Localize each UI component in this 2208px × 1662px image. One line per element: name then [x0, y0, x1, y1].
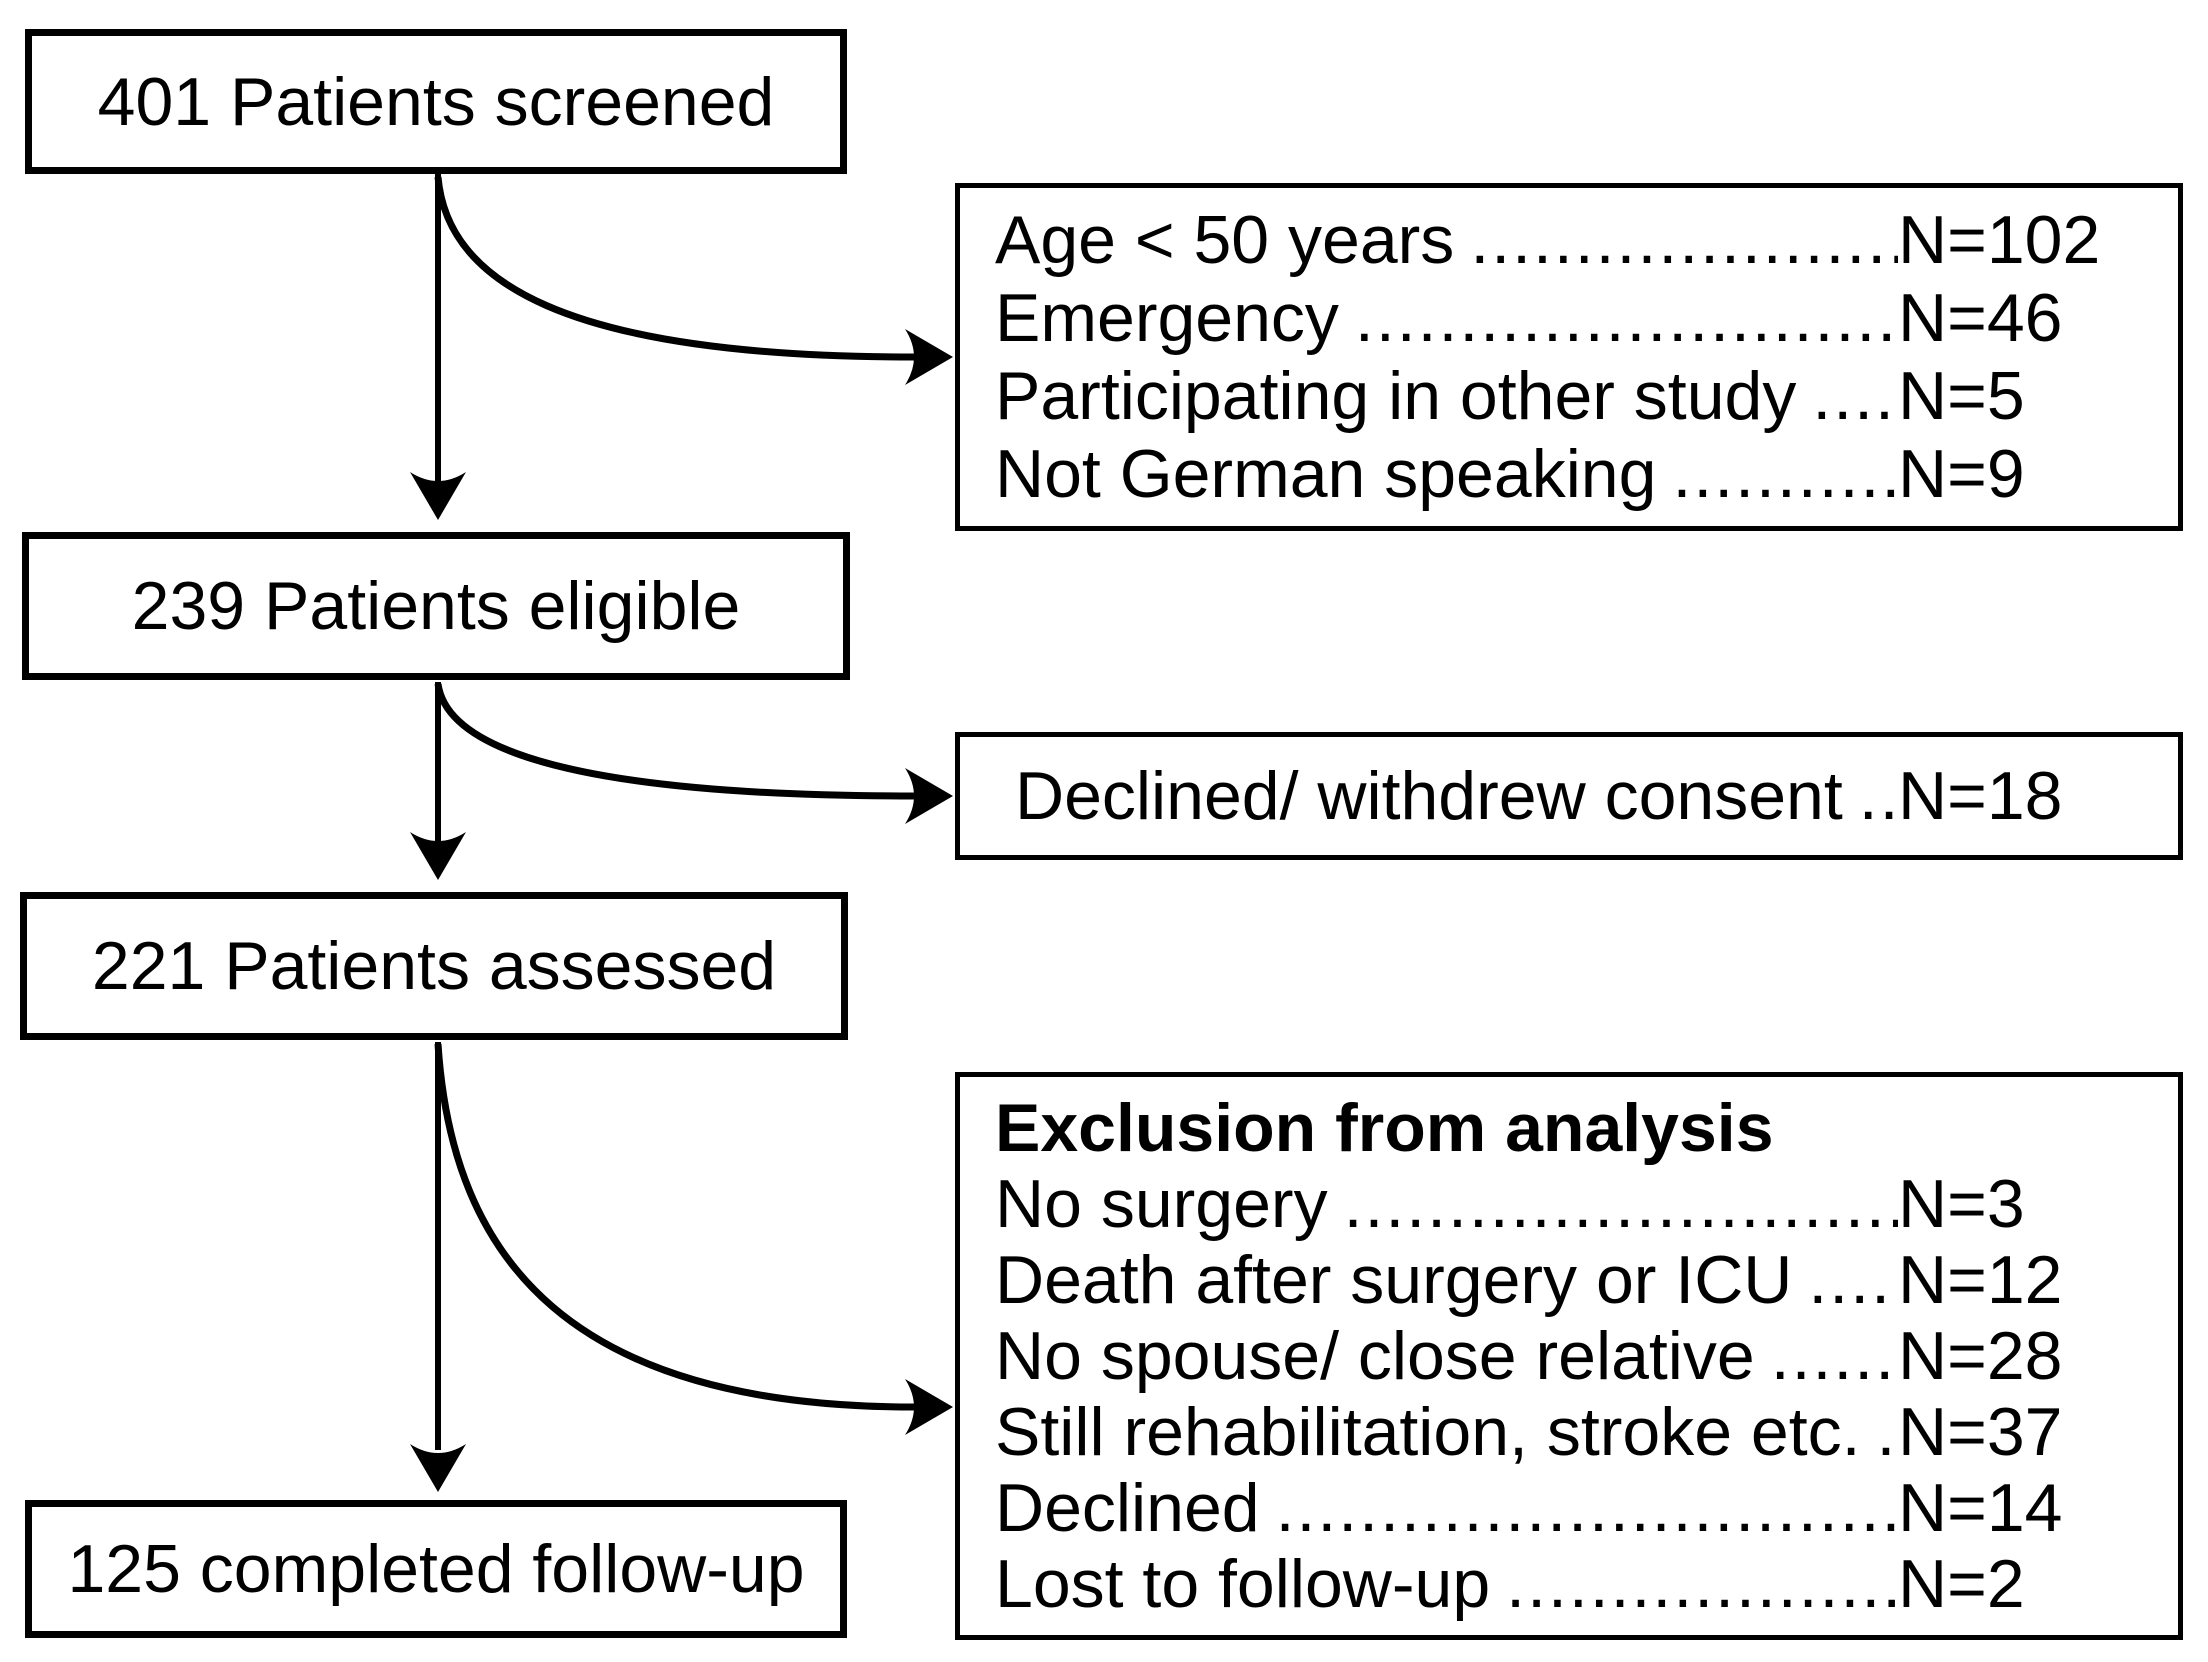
- exclusion-label: Age < 50 years: [995, 202, 1455, 278]
- exclusion-label: No surgery: [995, 1166, 1328, 1242]
- exclusion-label: Declined: [995, 1470, 1260, 1546]
- leader-dots: ........................: [1470, 202, 1898, 278]
- flow-box-followup: 125 completed follow-up: [25, 1500, 847, 1638]
- leader-dots: ......: [1858, 758, 1898, 834]
- arrowhead-right-analysis: [905, 1379, 953, 1435]
- branch-to-analysis-exclusions: [434, 1043, 915, 1411]
- exclusion-count: N=14: [1898, 1470, 2063, 1546]
- leader-dots: .................................: [1275, 1470, 1898, 1546]
- exclusion-label: Declined/ withdrew consent: [1015, 758, 1843, 834]
- exclusion-row: Lost to follow-up ......................…: [995, 1546, 2148, 1622]
- leader-dots: .........: [1812, 358, 1898, 434]
- leader-dots: .....: [1876, 1394, 1898, 1470]
- exclusion-count: N=28: [1898, 1318, 2063, 1394]
- exclusion-row: Death after surgery or ICU ......... N=1…: [995, 1242, 2148, 1318]
- arrowhead-down-assessed: [410, 832, 466, 880]
- flow-box-followup-label: 125 completed follow-up: [67, 1531, 805, 1607]
- exclusion-row: Declined ...............................…: [995, 1470, 2148, 1546]
- exclusion-label: Emergency: [995, 280, 1339, 356]
- flow-box-assessed-label: 221 Patients assessed: [91, 928, 777, 1004]
- exclusion-row: No surgery .............................…: [995, 1166, 2148, 1242]
- exclusion-box-consent: Declined/ withdrew consent ...... N=18: [955, 732, 2183, 860]
- leader-dots: .........: [1808, 1242, 1898, 1318]
- exclusion-label: Death after surgery or ICU: [995, 1242, 1793, 1318]
- flow-box-assessed: 221 Patients assessed: [20, 892, 848, 1040]
- exclusion-label: Lost to follow-up: [995, 1546, 1491, 1622]
- exclusion-label: Not German speaking: [995, 436, 1657, 512]
- leader-dots: ......................: [1506, 1546, 1898, 1622]
- arrowhead-down-followup: [410, 1444, 466, 1492]
- exclusion-label: No spouse/ close relative: [995, 1318, 1755, 1394]
- exclusion-row: Not German speaking ............... N=9: [995, 435, 2148, 513]
- exclusion-row: No spouse/ close relative .......... N=2…: [995, 1318, 2148, 1394]
- exclusion-count: N=102: [1898, 202, 2101, 278]
- leader-dots: ..............................: [1354, 280, 1898, 356]
- exclusion-count: N=12: [1898, 1242, 2063, 1318]
- exclusion-label: Participating in other study: [995, 358, 1797, 434]
- exclusion-row: Emergency ..............................…: [995, 279, 2148, 357]
- exclusion-box-title: Exclusion from analysis: [995, 1090, 1774, 1166]
- leader-dots: ...............: [1672, 436, 1898, 512]
- exclusion-count: N=18: [1898, 758, 2063, 834]
- exclusion-row: Participating in other study ......... N…: [995, 357, 2148, 435]
- flow-box-screened-label: 401 Patients screened: [97, 63, 775, 140]
- arrowhead-down-eligible: [410, 472, 466, 520]
- exclusion-box-screening: Age < 50 years ........................ …: [955, 183, 2183, 531]
- branch-to-screening-exclusions: [434, 176, 915, 361]
- exclusion-count: N=37: [1898, 1394, 2063, 1470]
- arrowhead-right-screening: [905, 329, 953, 385]
- flow-box-eligible-label: 239 Patients eligible: [131, 568, 741, 644]
- flow-box-screened: 401 Patients screened: [25, 29, 847, 174]
- exclusion-box-analysis: Exclusion from analysis No surgery .....…: [955, 1072, 2183, 1640]
- arrowhead-right-consent: [905, 768, 953, 824]
- branch-to-consent-exclusion: [434, 683, 915, 800]
- leader-dots: ..............................: [1343, 1166, 1898, 1242]
- exclusion-count: N=9: [1898, 436, 2025, 512]
- exclusion-label: Still rehabilitation, stroke etc.: [995, 1394, 1861, 1470]
- flow-box-eligible: 239 Patients eligible: [22, 532, 850, 680]
- exclusion-row: Declined/ withdrew consent ...... N=18: [1015, 757, 2148, 835]
- leader-dots: ..........: [1770, 1318, 1898, 1394]
- exclusion-count: N=2: [1898, 1546, 2025, 1622]
- exclusion-row: Age < 50 years ........................ …: [995, 201, 2148, 279]
- exclusion-count: N=5: [1898, 358, 2025, 434]
- exclusion-count: N=46: [1898, 280, 2063, 356]
- exclusion-count: N=3: [1898, 1166, 2025, 1242]
- exclusion-row: Still rehabilitation, stroke etc. ..... …: [995, 1394, 2148, 1470]
